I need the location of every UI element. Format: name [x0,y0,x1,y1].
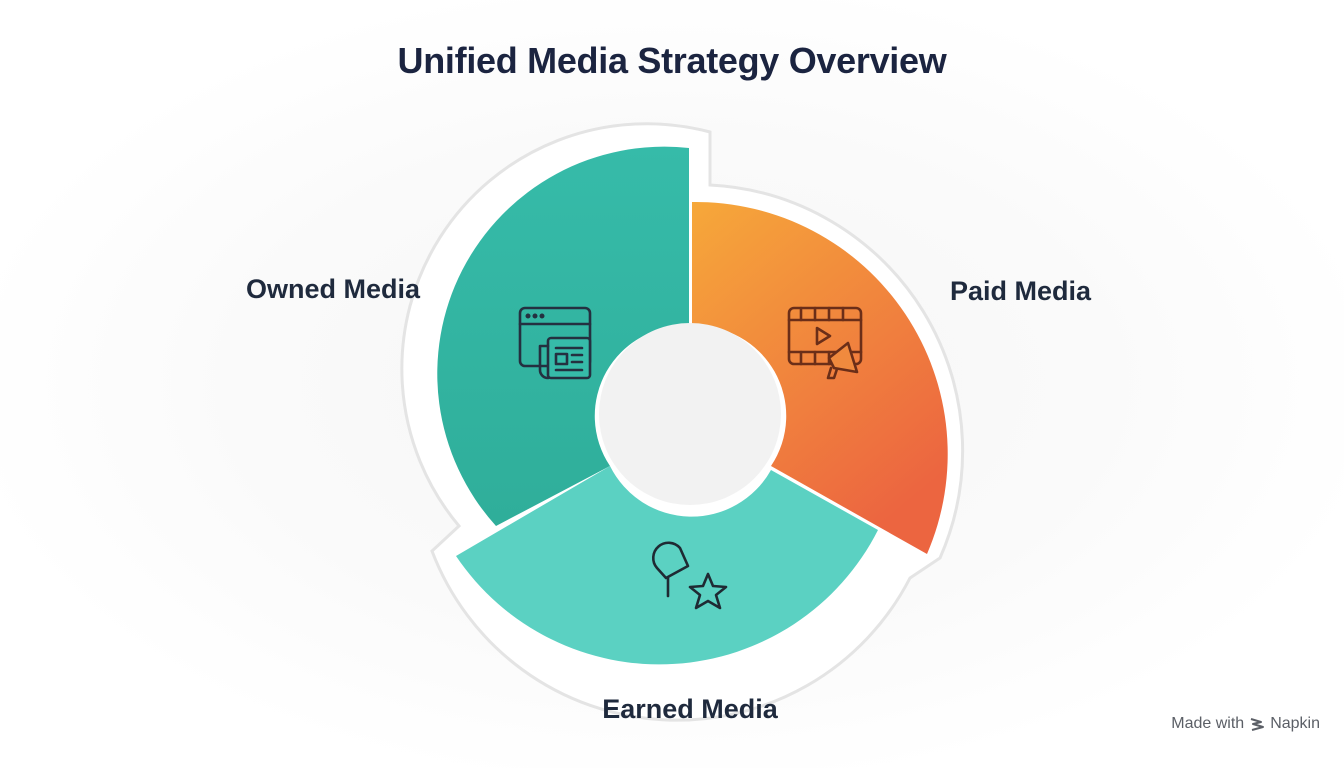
segment-owned[interactable] [437,146,689,527]
film-megaphone-icon [787,306,863,380]
pin-star-icon [652,541,728,610]
label-owned-media: Owned Media [246,274,421,304]
napkin-logo-icon [1250,718,1265,731]
segment-earned[interactable] [456,466,878,665]
credit-made-with: Made with [1171,715,1245,732]
credit-brand: Napkin [1270,715,1320,732]
website-newspaper-icon [518,306,592,380]
label-paid-media: Paid Media [950,276,1092,306]
made-with-napkin-credit[interactable]: Made with Napkin [1171,715,1320,733]
label-earned-media: Earned Media [602,694,778,724]
wheel-center [599,323,781,505]
segment-paid[interactable] [692,201,948,554]
page-title: Unified Media Strategy Overview [397,40,947,81]
